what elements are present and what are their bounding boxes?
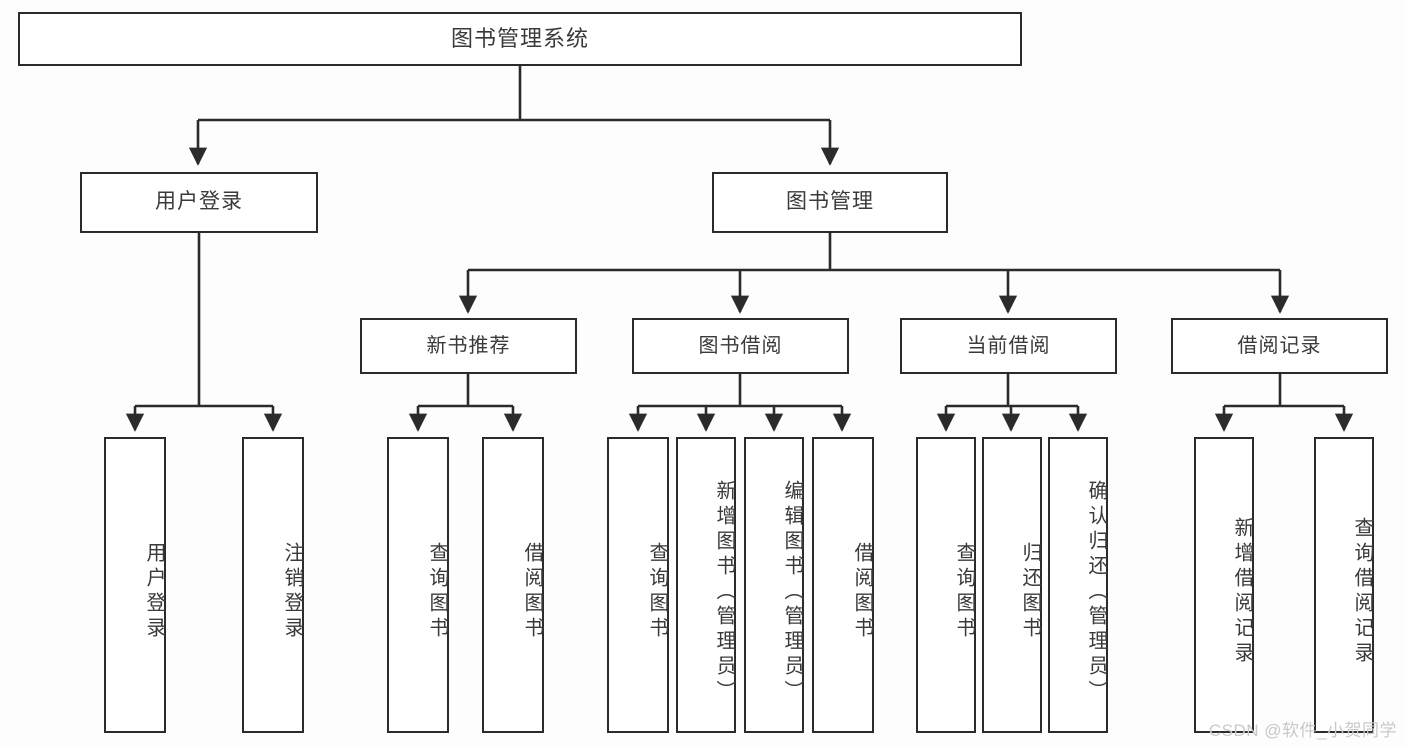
leaf-label: 查询图书 xyxy=(426,542,448,642)
leaf-borrow-borrow-book[interactable]: 借阅图书 xyxy=(812,437,874,733)
leaf-record-query-record[interactable]: 查询借阅记录 xyxy=(1314,437,1374,733)
node-new-book-recommend[interactable]: 新书推荐 xyxy=(360,318,577,374)
node-user-login-label: 用户登录 xyxy=(155,190,243,214)
leaf-label: 新增图书（管理员） xyxy=(713,479,735,705)
node-current-borrow-label: 当前借阅 xyxy=(966,334,1051,357)
leaf-label: 确认归还（管理员） xyxy=(1085,479,1107,705)
leaf-record-add-record[interactable]: 新增借阅记录 xyxy=(1194,437,1254,733)
csdn-watermark: CSDN @软件_小贺同学 xyxy=(1208,721,1397,740)
leaf-borrow-query-book[interactable]: 查询图书 xyxy=(607,437,669,733)
leaf-label: 借阅图书 xyxy=(521,542,543,642)
leaf-label: 查询图书 xyxy=(953,542,975,642)
leaf-recommend-borrow-book[interactable]: 借阅图书 xyxy=(482,437,544,733)
node-borrow-record[interactable]: 借阅记录 xyxy=(1171,318,1388,374)
node-user-login[interactable]: 用户登录 xyxy=(80,172,318,233)
node-current-borrow[interactable]: 当前借阅 xyxy=(900,318,1117,374)
node-book-borrow[interactable]: 图书借阅 xyxy=(632,318,849,374)
leaf-current-return-book[interactable]: 归还图书 xyxy=(982,437,1042,733)
leaf-label: 查询借阅记录 xyxy=(1351,517,1373,667)
node-book-management[interactable]: 图书管理 xyxy=(712,172,948,233)
leaf-current-query-book[interactable]: 查询图书 xyxy=(916,437,976,733)
leaf-borrow-add-book-admin[interactable]: 新增图书（管理员） xyxy=(676,437,736,733)
leaf-label: 查询图书 xyxy=(646,542,668,642)
leaf-user-login-logout[interactable]: 注销登录 xyxy=(242,437,304,733)
leaf-borrow-edit-book-admin[interactable]: 编辑图书（管理员） xyxy=(744,437,804,733)
node-new-book-recommend-label: 新书推荐 xyxy=(426,334,511,357)
leaf-user-login-login[interactable]: 用户登录 xyxy=(104,437,166,733)
node-borrow-record-label: 借阅记录 xyxy=(1237,334,1322,357)
leaf-label: 用户登录 xyxy=(143,542,165,642)
leaf-label: 注销登录 xyxy=(281,542,303,642)
leaf-label: 新增借阅记录 xyxy=(1231,517,1253,667)
node-root[interactable]: 图书管理系统 xyxy=(18,12,1022,66)
leaf-label: 编辑图书（管理员） xyxy=(781,479,803,705)
leaf-current-confirm-return-admin[interactable]: 确认归还（管理员） xyxy=(1048,437,1108,733)
leaf-recommend-query-book[interactable]: 查询图书 xyxy=(387,437,449,733)
node-root-label: 图书管理系统 xyxy=(450,26,589,52)
node-book-borrow-label: 图书借阅 xyxy=(698,334,783,357)
node-book-management-label: 图书管理 xyxy=(786,190,874,214)
leaf-label: 归还图书 xyxy=(1019,542,1041,642)
leaf-label: 借阅图书 xyxy=(851,542,873,642)
